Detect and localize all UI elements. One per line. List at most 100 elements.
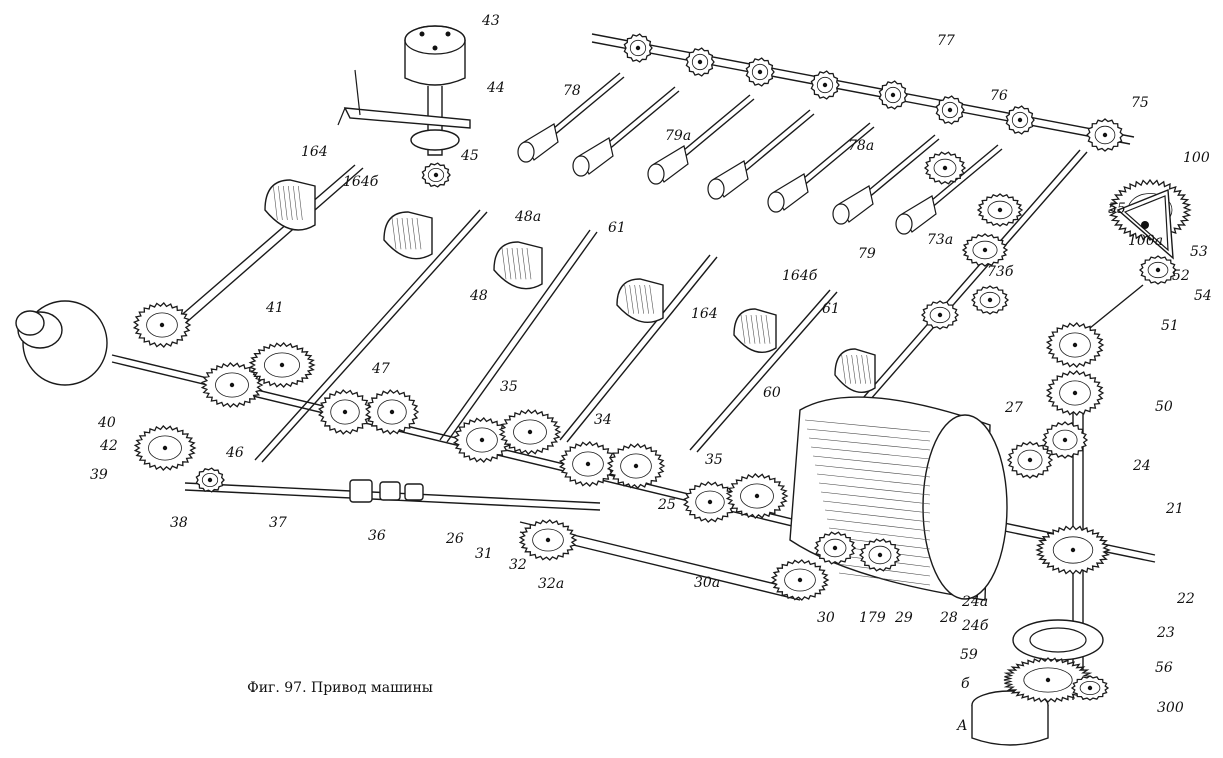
part-number: 77 xyxy=(937,33,955,49)
gear xyxy=(606,443,666,489)
part-number: 78 xyxy=(563,83,581,99)
part-number: 55 xyxy=(1108,201,1126,217)
cam-follower xyxy=(767,122,875,213)
part-number: 164б xyxy=(343,174,379,190)
part-number: 60 xyxy=(763,385,781,401)
cam-follower xyxy=(707,109,815,200)
part-number: 45 xyxy=(460,148,479,164)
part-number: 24 xyxy=(1132,458,1151,474)
part-number: 59 xyxy=(960,647,978,663)
part-number: 48 xyxy=(469,288,488,304)
cam xyxy=(733,308,777,353)
gear xyxy=(421,162,451,188)
part-number: А xyxy=(956,718,968,734)
part-number: 164 xyxy=(691,306,718,322)
part-number: 179 xyxy=(859,610,886,626)
gear xyxy=(976,193,1024,227)
part-number: 26 xyxy=(445,531,464,547)
cam xyxy=(616,278,664,323)
part-number: 37 xyxy=(269,515,287,531)
part-number: 30а xyxy=(694,575,720,591)
gear xyxy=(1003,657,1093,703)
part-number: 35 xyxy=(500,379,518,395)
part-number: 36 xyxy=(368,528,386,544)
cam-follower xyxy=(517,72,625,163)
part-number: 54 xyxy=(1194,288,1212,304)
gear xyxy=(682,481,738,523)
gear-set xyxy=(132,33,1192,703)
gear xyxy=(133,425,197,471)
part-number: 73б xyxy=(987,264,1014,280)
gear xyxy=(1005,105,1035,135)
gear xyxy=(132,302,192,348)
gear xyxy=(685,47,715,77)
gear xyxy=(920,300,960,330)
part-number: 23 xyxy=(1156,625,1175,641)
cam xyxy=(834,348,876,393)
part-number: 39 xyxy=(90,467,108,483)
universal-joint xyxy=(349,479,424,503)
cam-follower xyxy=(647,94,755,185)
gear xyxy=(970,285,1010,315)
part-number: 46 xyxy=(225,445,244,461)
part-number: 32 xyxy=(509,557,527,573)
gear xyxy=(745,57,775,87)
gear xyxy=(1138,255,1178,285)
part-number: 44 xyxy=(486,80,505,96)
gear xyxy=(195,467,225,493)
part-number: 100а xyxy=(1128,233,1163,249)
gear xyxy=(1006,441,1054,479)
gear xyxy=(1045,322,1105,368)
part-number: 76 xyxy=(990,88,1008,104)
part-number: 28 xyxy=(939,610,958,626)
part-number: 164 xyxy=(301,144,328,160)
gear xyxy=(725,473,789,519)
part-number: 48а xyxy=(514,209,541,225)
cam-follower xyxy=(832,134,940,225)
gear xyxy=(200,362,264,408)
main-shafts xyxy=(111,149,1156,700)
left-motor xyxy=(15,300,108,386)
cam-follower xyxy=(572,86,680,177)
part-number: 22 xyxy=(1176,591,1195,607)
part-number: 61 xyxy=(608,220,626,236)
figure-caption: Фиг. 97. Привод машины xyxy=(247,680,433,696)
gear xyxy=(365,389,420,435)
gear xyxy=(248,342,316,388)
part-number: 78а xyxy=(848,138,874,154)
gear xyxy=(623,33,653,63)
part-number: 52 xyxy=(1172,268,1190,284)
part-number: 50 xyxy=(1155,399,1173,415)
part-number: 43 xyxy=(481,13,500,29)
gear xyxy=(810,70,840,100)
lower-base-unit xyxy=(971,619,1104,746)
top-motor xyxy=(337,25,471,156)
part-number: 21 xyxy=(1165,501,1184,517)
gear xyxy=(1045,370,1105,416)
gear xyxy=(923,151,967,185)
part-number: 42 xyxy=(99,438,118,454)
cam xyxy=(493,241,543,290)
part-number: б xyxy=(961,676,970,692)
gear xyxy=(558,441,618,487)
part-number: 31 xyxy=(475,546,493,562)
cam xyxy=(264,179,316,231)
part-number: 29 xyxy=(894,610,913,626)
gear xyxy=(1070,675,1110,701)
part-number: 30 xyxy=(817,610,835,626)
part-number: 51 xyxy=(1161,318,1179,334)
part-number: 61 xyxy=(822,301,840,317)
part-number: 27 xyxy=(1004,400,1023,416)
gear xyxy=(961,233,1009,267)
part-number: 24б xyxy=(961,618,989,634)
part-number: 40 xyxy=(97,415,116,431)
cam-set xyxy=(264,179,876,393)
gear xyxy=(878,80,908,110)
gear xyxy=(935,95,965,125)
cam xyxy=(383,211,433,260)
part-number: 75 xyxy=(1131,95,1149,111)
part-number: 24а xyxy=(961,594,988,610)
part-number: 100 xyxy=(1183,150,1210,166)
